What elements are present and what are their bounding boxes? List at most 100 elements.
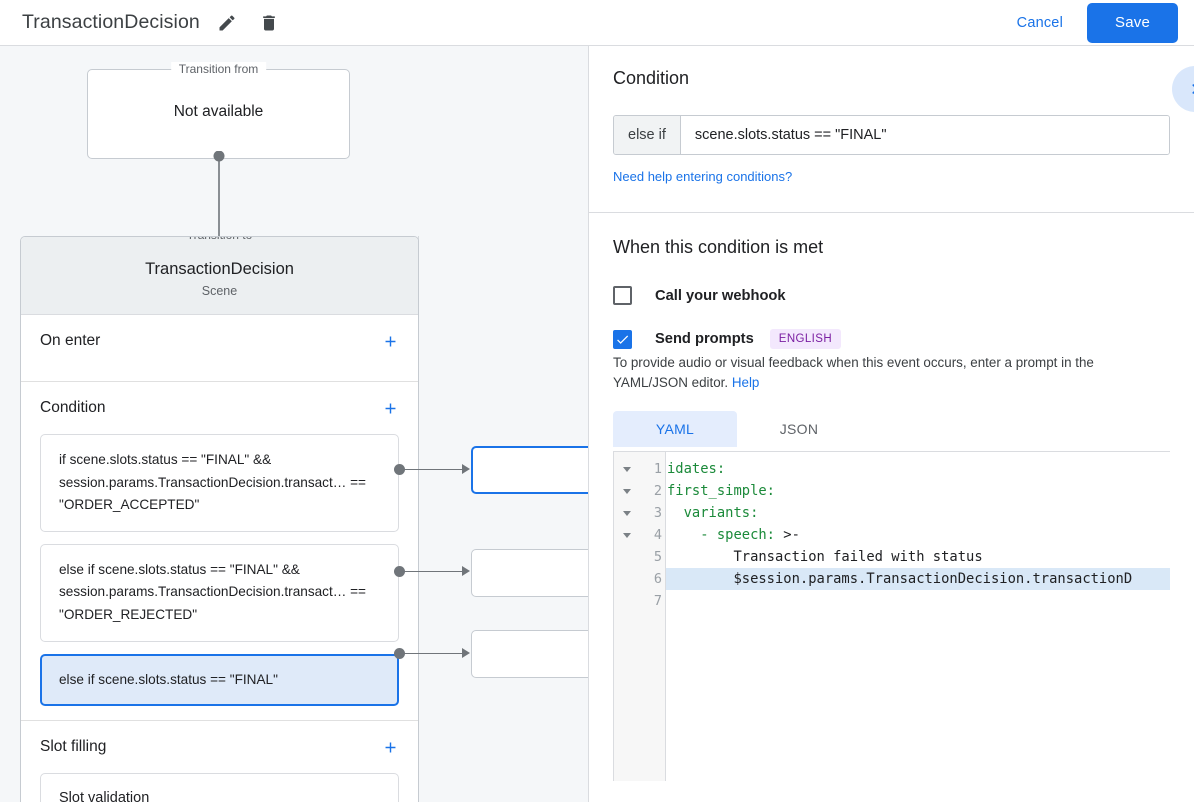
plus-icon	[385, 336, 395, 346]
caret-down-icon	[623, 533, 631, 538]
condition-connector-arrow-2	[462, 566, 470, 576]
app-header: TransactionDecision Cancel Save	[0, 0, 1194, 46]
code-line-number: 6	[653, 571, 662, 587]
condition-card-1[interactable]: if scene.slots.status == "FINAL" && sess…	[40, 434, 399, 532]
transition-from-box: Transition from Not available	[87, 62, 350, 159]
code-fold-gutter	[614, 452, 640, 781]
section-condition: Condition if scene.slots.status == "FINA…	[21, 382, 418, 722]
call-webhook-label: Call your webhook	[655, 287, 786, 304]
send-prompts-label: Send prompts	[655, 331, 754, 347]
cancel-button[interactable]: Cancel	[1003, 6, 1077, 40]
yaml-value: >-	[774, 527, 800, 543]
transition-target-box-2[interactable]	[471, 549, 588, 597]
code-line-number: 5	[653, 549, 662, 565]
code-line[interactable]: first_simple:	[666, 480, 1170, 502]
webhook-checkbox-row[interactable]: Call your webhook	[613, 286, 1170, 305]
caret-down-icon	[623, 467, 631, 472]
code-line-number: 3	[653, 505, 662, 521]
yaml-value: $session.params.TransactionDecision.tran…	[667, 571, 1133, 587]
section-slot-filling: Slot filling Slot validation	[21, 721, 418, 802]
add-condition-button[interactable]	[377, 395, 403, 421]
add-slot-filling-button[interactable]	[377, 734, 403, 760]
code-line[interactable]: idates:	[666, 458, 1170, 480]
code-fold-spacer	[614, 546, 640, 568]
prompt-help-link[interactable]: Help	[731, 375, 760, 390]
code-line-number: 2	[653, 483, 662, 499]
code-line-number: 4	[653, 527, 662, 543]
section-header-condition: Condition	[21, 382, 418, 434]
tab-yaml[interactable]: YAML	[613, 411, 737, 447]
language-badge: ENGLISH	[769, 329, 842, 349]
send-prompts-checkbox-row[interactable]: Send prompts ENGLISH	[613, 329, 1170, 349]
transition-from-value: Not available	[173, 103, 264, 120]
section-on-enter: On enter	[21, 315, 418, 382]
condition-connector-arrow-1	[462, 464, 470, 474]
plus-icon	[385, 403, 395, 413]
section-header-slot-filling: Slot filling	[21, 721, 418, 773]
condition-heading: Condition	[613, 68, 690, 88]
code-fold-toggle[interactable]	[614, 502, 640, 524]
page-title: TransactionDecision	[22, 11, 200, 33]
code-fold-spacer	[614, 590, 640, 612]
add-on-enter-button[interactable]	[377, 328, 403, 354]
code-content-area[interactable]: idates:first_simple: variants: - speech:…	[666, 452, 1170, 781]
delete-button[interactable]	[254, 8, 284, 38]
flow-canvas: Transition from Not available Transition…	[0, 46, 588, 802]
chevron-right-icon	[1192, 84, 1194, 94]
when-met-heading: When this condition is met	[613, 237, 824, 257]
when-condition-met-section: When this condition is met Call your web…	[589, 213, 1194, 781]
condition-connector-line-2	[399, 571, 465, 572]
edit-title-button[interactable]	[212, 8, 242, 38]
section-header-on-enter: On enter	[21, 315, 418, 367]
condition-input-row: else if	[613, 115, 1170, 155]
yaml-key: variants:	[667, 505, 759, 521]
editor-tabs: YAML JSON	[613, 411, 1170, 447]
send-prompts-checkbox[interactable]	[613, 329, 632, 349]
condition-card-3[interactable]: else if scene.slots.status == "FINAL"	[40, 653, 399, 707]
caret-down-icon	[623, 489, 631, 494]
condition-connector-line-1	[399, 469, 465, 470]
code-line[interactable]: - speech: >-	[666, 524, 1170, 546]
condition-connector-line-3	[399, 653, 465, 654]
condition-section: Condition else if Need help entering con…	[589, 46, 1194, 213]
code-line[interactable]: variants:	[666, 502, 1170, 524]
transition-target-box-1[interactable]	[471, 446, 588, 494]
code-line[interactable]	[666, 590, 1170, 612]
scene-card-header: Transition to TransactionDecision Scene	[21, 237, 418, 315]
condition-connector-dot-2	[394, 566, 405, 577]
header-actions: Cancel Save	[1003, 2, 1194, 43]
condition-expression-input[interactable]	[680, 116, 1169, 154]
scene-type-label: Scene	[201, 284, 238, 298]
scene-card: Transition to TransactionDecision Scene …	[20, 236, 419, 802]
code-line[interactable]: $session.params.TransactionDecision.tran…	[666, 568, 1170, 590]
scene-name: TransactionDecision	[145, 260, 294, 278]
prompt-description: To provide audio or visual feedback when…	[613, 353, 1170, 393]
call-webhook-checkbox[interactable]	[613, 286, 632, 305]
trash-icon	[263, 15, 275, 30]
condition-help-link[interactable]: Need help entering conditions?	[613, 169, 793, 184]
code-line[interactable]: Transaction failed with status	[666, 546, 1170, 568]
code-fold-spacer	[614, 568, 640, 590]
condition-connector-arrow-3	[462, 648, 470, 658]
condition-prefix-label: else if	[614, 116, 681, 154]
save-button[interactable]: Save	[1087, 2, 1178, 43]
yaml-key: - speech:	[667, 527, 775, 543]
slot-validation-card[interactable]: Slot validation	[40, 773, 399, 802]
code-fold-toggle[interactable]	[614, 458, 640, 480]
transition-target-box-3[interactable]	[471, 630, 588, 678]
section-title-on-enter: On enter	[40, 332, 101, 349]
code-fold-toggle[interactable]	[614, 524, 640, 546]
condition-card-2[interactable]: else if scene.slots.status == "FINAL" &&…	[40, 543, 399, 642]
prompt-description-text: To provide audio or visual feedback when…	[613, 355, 1094, 390]
expand-panel-button[interactable]	[1172, 66, 1194, 112]
code-fold-toggle[interactable]	[614, 480, 640, 502]
checkmark-icon	[617, 335, 629, 344]
transition-to-legend: Transition to	[178, 237, 261, 242]
plus-icon	[385, 742, 395, 753]
caret-down-icon	[623, 511, 631, 516]
tab-json[interactable]: JSON	[779, 421, 819, 437]
condition-connector-dot-1	[394, 464, 405, 475]
yaml-value: Transaction failed with status	[667, 549, 983, 565]
